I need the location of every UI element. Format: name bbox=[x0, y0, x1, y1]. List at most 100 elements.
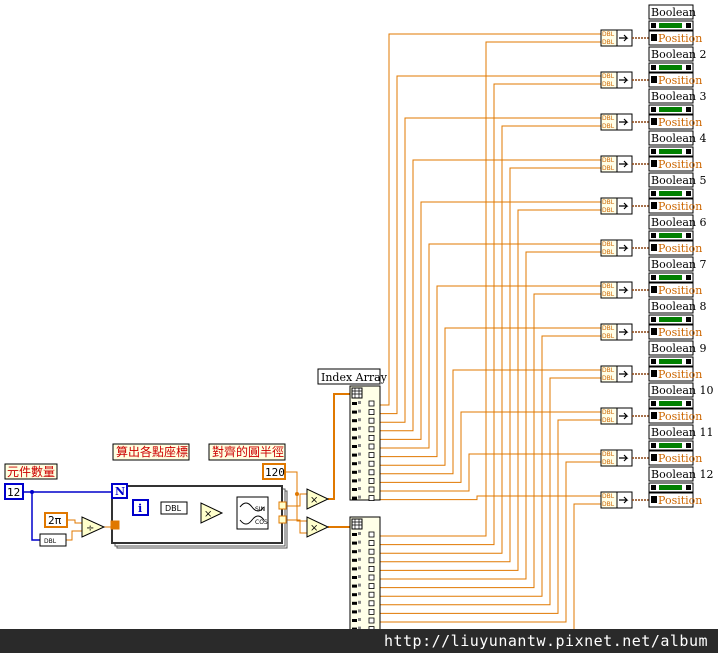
index-row-marker bbox=[352, 550, 357, 554]
boolean-led bbox=[659, 149, 682, 154]
index-row-marker bbox=[352, 601, 357, 605]
loop-multiply-function[interactable]: × bbox=[200, 502, 224, 524]
index-row-marker bbox=[358, 401, 361, 404]
index-row-marker bbox=[358, 435, 361, 439]
bundle-type-y: DBL bbox=[602, 207, 615, 214]
bundle-type-x: DBL bbox=[602, 367, 615, 374]
wire bbox=[286, 493, 307, 507]
index-row-marker bbox=[358, 600, 361, 604]
tunnel-cos bbox=[278, 515, 287, 524]
index-output bbox=[368, 583, 375, 589]
index-row-marker bbox=[358, 540, 361, 544]
bundle-type-y: DBL bbox=[602, 501, 615, 508]
multiply-x-function[interactable]: × bbox=[306, 488, 330, 510]
position-icon bbox=[651, 286, 657, 293]
n-terminal[interactable]: N bbox=[111, 483, 128, 499]
index-row-marker bbox=[358, 532, 361, 535]
index-array-x[interactable] bbox=[349, 385, 381, 502]
position-label: Position bbox=[658, 284, 702, 297]
bundle-type-x: DBL bbox=[602, 31, 615, 38]
wire bbox=[286, 519, 307, 534]
indicator-label: Boolean 7 bbox=[651, 258, 707, 271]
count-constant[interactable] bbox=[4, 483, 24, 500]
position-icon bbox=[651, 202, 657, 209]
index-row-marker bbox=[352, 576, 357, 579]
position-icon bbox=[651, 118, 657, 125]
tunnel-step bbox=[110, 520, 120, 530]
index-row-marker bbox=[352, 584, 357, 588]
index-output bbox=[368, 574, 375, 581]
radius-constant[interactable]: 120 bbox=[262, 463, 286, 480]
wire bbox=[380, 369, 601, 475]
wire bbox=[380, 285, 601, 458]
count-value: 12 bbox=[7, 486, 20, 499]
circle-radius-label-group: 對齊的圓半徑 bbox=[208, 443, 286, 461]
bundle-type-y: DBL bbox=[602, 123, 615, 130]
wire bbox=[67, 519, 82, 524]
index-array-y[interactable] bbox=[349, 516, 381, 638]
index-output bbox=[368, 477, 375, 484]
bundle-type-y: DBL bbox=[602, 165, 615, 172]
wire bbox=[380, 33, 601, 406]
bundle-type-y: DBL bbox=[602, 375, 615, 382]
index-row-marker bbox=[358, 592, 361, 596]
svg-text:120: 120 bbox=[265, 466, 285, 479]
index-output bbox=[368, 566, 375, 572]
index-row-marker bbox=[358, 575, 361, 578]
divide-function[interactable]: ÷ bbox=[81, 516, 106, 538]
multiply-y-function[interactable]: × bbox=[306, 516, 330, 538]
wires bbox=[23, 33, 601, 632]
position-label: Position bbox=[658, 242, 702, 255]
boolean-led bbox=[659, 359, 682, 364]
wire bbox=[380, 243, 601, 449]
index-row-marker bbox=[358, 557, 361, 561]
index-row-marker bbox=[358, 626, 361, 630]
index-row-marker bbox=[352, 488, 357, 491]
index-output bbox=[368, 486, 375, 493]
index-row-marker bbox=[352, 462, 357, 466]
compute-points-label-group: 算出各點座標 bbox=[112, 443, 190, 461]
index-row-marker bbox=[358, 469, 361, 473]
position-icon bbox=[651, 34, 657, 41]
index-row-marker bbox=[358, 618, 361, 621]
index-row-marker bbox=[352, 593, 357, 597]
sine-cosine-function[interactable]: SIN COS bbox=[236, 496, 269, 530]
wire bbox=[380, 209, 601, 571]
index-output bbox=[368, 434, 375, 441]
loop-dbl-conversion[interactable]: DBL bbox=[160, 501, 188, 515]
index-row-marker bbox=[358, 609, 361, 613]
to-dbl-conversion[interactable]: DBL bbox=[39, 533, 67, 547]
index-row-marker bbox=[352, 419, 357, 423]
two-pi-constant[interactable]: 2π bbox=[44, 512, 68, 528]
index-row-marker bbox=[358, 452, 361, 456]
index-output bbox=[368, 600, 375, 607]
wire bbox=[380, 41, 601, 537]
i-terminal: i bbox=[132, 499, 149, 516]
indicator-label: Boolean 9 bbox=[651, 342, 707, 355]
indicator-boolean-7[interactable]: Boolean 7 Position bbox=[648, 256, 707, 298]
